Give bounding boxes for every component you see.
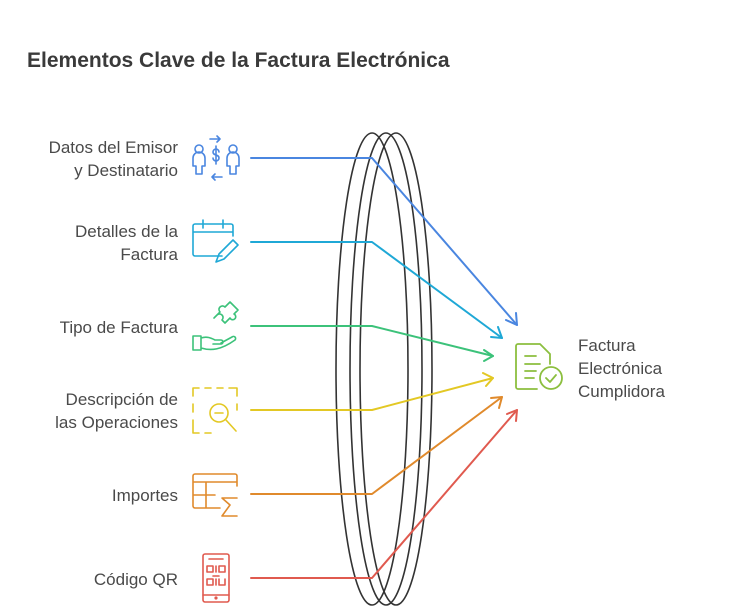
input-label-descripcion: Descripción de las Operaciones	[55, 390, 178, 432]
zoom-out-icon	[192, 387, 238, 434]
phone-qr-icon	[202, 553, 230, 603]
table-sum-icon	[192, 473, 238, 517]
input-label-detalles: Detalles de la Factura	[74, 222, 178, 264]
connector-emisor	[250, 157, 518, 326]
connector-qr	[250, 409, 518, 579]
connector-tipo	[250, 325, 494, 362]
lens	[335, 132, 433, 606]
input-label-tipo: Tipo de Factura	[59, 318, 178, 337]
input-label-emisor: Datos del Emisor y Destinatario	[48, 138, 178, 180]
people-exchange-icon	[192, 135, 240, 181]
diagram-title: Elementos Clave de la Factura Electrónic…	[27, 49, 450, 72]
output-label: Factura Electrónica Cumplidora	[578, 336, 665, 401]
input-label-importes: Importes	[111, 486, 178, 505]
connector-detalles	[250, 241, 503, 339]
connector-descripcion	[250, 372, 494, 411]
input-label-qr: Código QR	[93, 570, 178, 589]
document-check-icon	[515, 343, 563, 390]
calendar-pencil-icon	[192, 219, 239, 263]
hand-puzzle-icon	[192, 301, 239, 351]
connector-importes	[250, 396, 503, 495]
